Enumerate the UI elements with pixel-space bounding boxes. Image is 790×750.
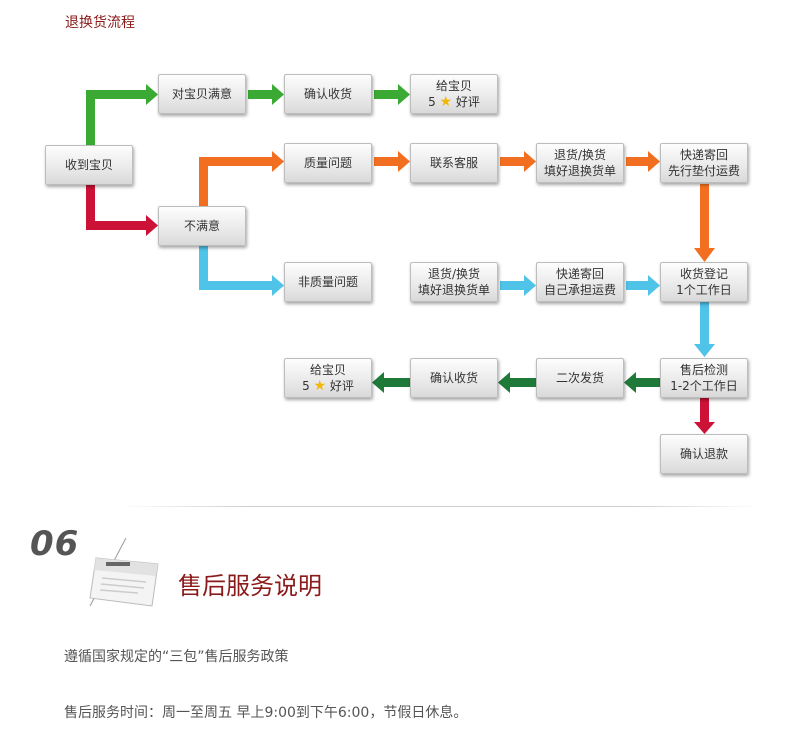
- return-line2: 填好退换货单: [543, 164, 616, 178]
- section-number: 06: [30, 524, 80, 564]
- return-line1: 退货/换货: [427, 267, 481, 281]
- contact-service-box: 联系客服: [410, 143, 498, 183]
- refund-box: 确认退款: [660, 434, 748, 474]
- rate-line2: 5 ★ 好评: [428, 94, 480, 110]
- rate-line1: 给宝贝: [435, 79, 472, 93]
- rate-box-top: 给宝贝 5 ★ 好评: [410, 74, 498, 114]
- quality-label: 质量问题: [303, 156, 352, 170]
- return-line1: 退货/换货: [553, 148, 607, 162]
- return-line2: 填好退换货单: [417, 283, 490, 297]
- satisfied-label: 对宝贝满意: [171, 87, 232, 101]
- unsatisfied-label: 不满意: [183, 219, 220, 233]
- rate-line2: 5 ★ 好评: [302, 378, 354, 394]
- rate-line1: 给宝贝: [309, 363, 346, 377]
- express-seller-box: 快递寄回 先行垫付运费: [660, 143, 748, 183]
- return-form-box-top: 退货/换货 填好退换货单: [536, 143, 624, 183]
- confirm-receipt-box-top: 确认收货: [284, 74, 372, 114]
- return-form-box-bottom: 退货/换货 填好退换货单: [410, 262, 498, 302]
- register-line2: 1个工作日: [676, 283, 732, 297]
- page-title: 退换货流程: [65, 15, 135, 31]
- section-divider: [120, 506, 760, 507]
- non-quality-label: 非质量问题: [297, 275, 358, 289]
- non-quality-issue-box: 非质量问题: [284, 262, 372, 302]
- express-line2: 先行垫付运费: [667, 164, 740, 178]
- inspect-line1: 售后检测: [679, 363, 728, 377]
- quality-issue-box: 质量问题: [284, 143, 372, 183]
- confirm-label: 确认收货: [429, 371, 478, 385]
- arrow-blue: [199, 246, 715, 357]
- register-line1: 收货登记: [679, 267, 728, 281]
- register-box: 收货登记 1个工作日: [660, 262, 748, 302]
- flow-arrows: [86, 84, 715, 434]
- express-self-box: 快递寄回 自己承担运费: [536, 262, 624, 302]
- rate-box-bottom: 给宝贝 5 ★ 好评: [284, 358, 372, 398]
- express-line1: 快递寄回: [679, 148, 728, 162]
- receive-box: 收到宝贝: [45, 145, 133, 185]
- satisfied-box: 对宝贝满意: [158, 74, 246, 114]
- contact-label: 联系客服: [429, 156, 478, 170]
- receive-label: 收到宝贝: [64, 158, 113, 172]
- document-icon: [89, 537, 159, 607]
- service-hours-text: 售后服务时间：周一至周五 早上9:00到下午6:00，节假日休息。: [64, 705, 468, 721]
- resend-box: 二次发货: [536, 358, 624, 398]
- confirm-label: 确认收货: [303, 87, 352, 101]
- refund-label: 确认退款: [679, 447, 728, 461]
- express-line2: 自己承担运费: [543, 283, 616, 297]
- arrow-dark-green: [372, 372, 660, 393]
- arrow-orange: [199, 151, 715, 262]
- resend-label: 二次发货: [555, 371, 604, 385]
- confirm-receipt-box-bottom: 确认收货: [410, 358, 498, 398]
- section-title: 售后服务说明: [178, 572, 322, 600]
- inspect-box: 售后检测 1-2个工作日: [660, 358, 748, 398]
- arrow-red-refund: [694, 398, 715, 434]
- express-line1: 快递寄回: [555, 267, 604, 281]
- inspect-line2: 1-2个工作日: [670, 379, 738, 393]
- policy-text: 遵循国家规定的“三包”售后服务政策: [64, 649, 289, 665]
- arrow-red-lower: [86, 184, 158, 236]
- star-icon: ★: [313, 378, 327, 394]
- arrow-green-upper: [86, 84, 410, 146]
- star-icon: ★: [439, 94, 453, 110]
- unsatisfied-box: 不满意: [158, 206, 246, 246]
